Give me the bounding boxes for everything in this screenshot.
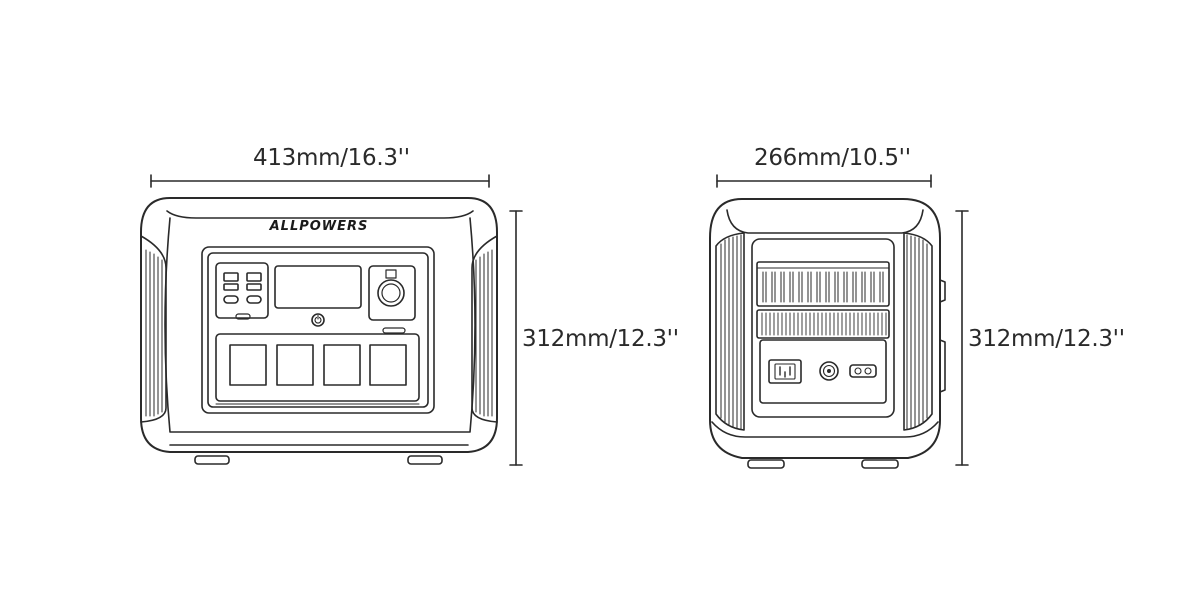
side-height-dimension-line	[955, 210, 969, 466]
side-height-label: 312mm/12.3''	[968, 326, 1125, 352]
brand-logo-text: ALLPOWERS	[269, 219, 369, 234]
usb-a-port-4	[246, 283, 262, 291]
car-socket-frame	[368, 265, 416, 321]
middle-vent	[756, 309, 890, 339]
front-right-grille	[471, 235, 498, 423]
usb-a-port-1	[223, 272, 239, 282]
side-foot-right	[861, 459, 899, 469]
ac-outlet-1	[229, 344, 267, 386]
side-outer-body	[709, 198, 941, 459]
usb-a-port-2	[246, 272, 262, 282]
anderson-port	[849, 364, 877, 378]
usb-switch-button	[235, 313, 251, 320]
usb-cluster	[215, 262, 269, 319]
front-foot-right	[407, 455, 443, 465]
front-width-dimension-line	[150, 174, 490, 188]
upper-vent	[756, 261, 890, 307]
front-left-grille	[140, 235, 167, 423]
front-height-dimension-line	[509, 210, 523, 466]
ac-outlet-3	[323, 344, 361, 386]
front-panel-inner	[207, 252, 429, 408]
ac-outlet-4	[369, 344, 407, 386]
side-width-label: 266mm/10.5''	[754, 145, 911, 171]
lcd-display	[274, 265, 362, 309]
usb-c-port-2	[246, 295, 262, 304]
dc-input-port	[819, 361, 839, 381]
side-left-grille	[715, 232, 745, 431]
side-right-grille	[903, 232, 933, 431]
front-view	[140, 197, 498, 465]
rear-ports-panel	[759, 339, 887, 404]
front-panel-outer	[201, 246, 435, 414]
ac-outlet-2	[276, 344, 314, 386]
front-width-label: 413mm/16.3''	[253, 145, 410, 171]
usb-c-port-1	[223, 295, 239, 304]
side-lower-band	[711, 421, 939, 438]
usb-a-port-3	[223, 283, 239, 291]
side-view	[709, 198, 946, 469]
front-top-handle	[166, 210, 474, 219]
front-foot-left	[194, 455, 230, 465]
ac-input-port	[768, 359, 802, 384]
power-icon	[314, 314, 322, 324]
front-outer-body	[140, 197, 498, 453]
car-socket-icon	[377, 279, 405, 307]
rear-panel	[751, 238, 895, 418]
side-top-handle	[726, 209, 924, 234]
side-foot-left	[747, 459, 785, 469]
power-button	[311, 313, 325, 327]
side-width-dimension-line	[716, 174, 932, 188]
front-height-label: 312mm/12.3''	[522, 326, 679, 352]
ac-outlet-area	[215, 333, 420, 402]
ac-switch-button	[382, 327, 406, 334]
